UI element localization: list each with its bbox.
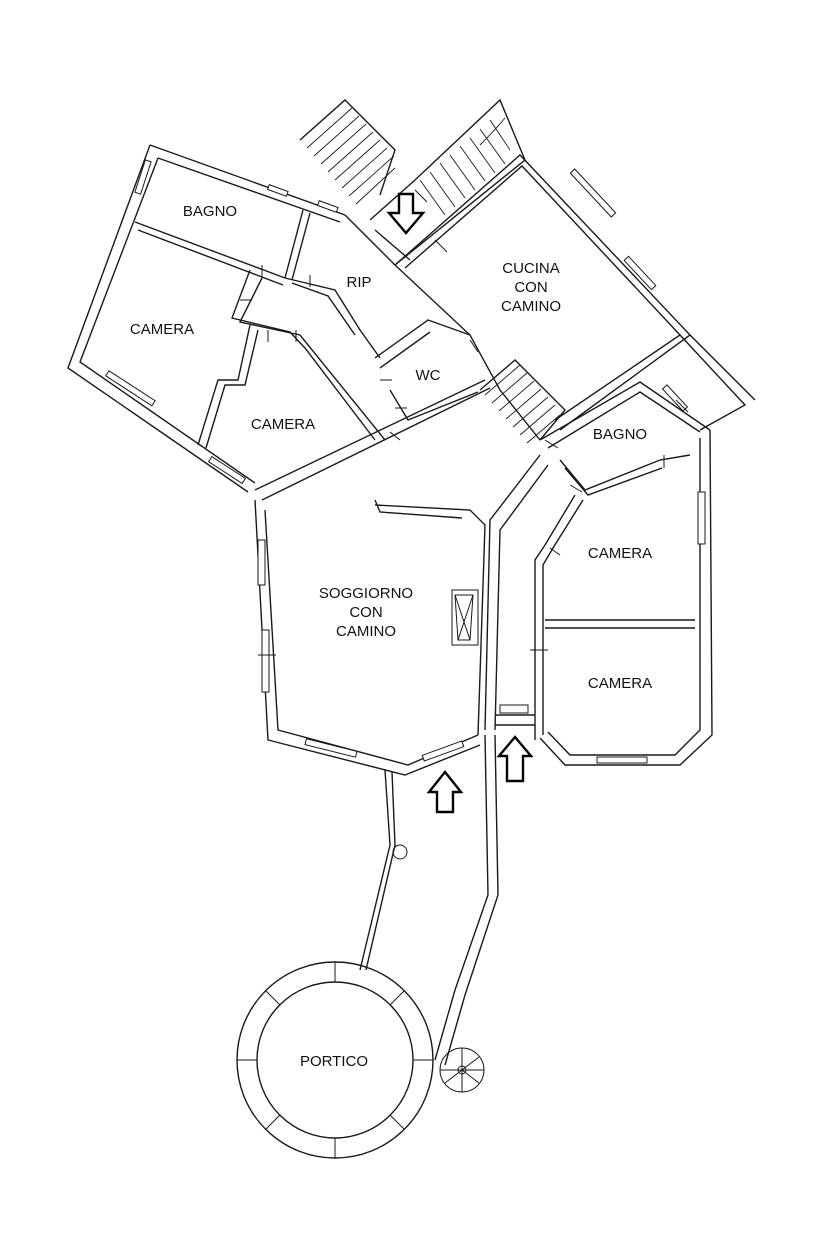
room-label-bagno-1: BAGNO: [183, 203, 237, 220]
room-label-rip: RIP: [346, 274, 371, 291]
room-label-soggiorno: SOGGIORNO: [319, 585, 413, 602]
room-label-cucina-camino: CAMINO: [501, 298, 561, 315]
room-label-camera-1: CAMERA: [130, 321, 194, 338]
walls: [67, 98, 756, 1066]
portico: [236, 844, 434, 1159]
fireplace-icon: [451, 589, 479, 646]
entrance-arrow-icon: [426, 770, 464, 814]
room-label-portico: PORTICO: [300, 1053, 368, 1070]
room-label-bagno-2: BAGNO: [593, 426, 647, 443]
room-label-camera-4: CAMERA: [588, 675, 652, 692]
entrance-arrow-icon: [496, 735, 534, 783]
room-label-cucina-con: CON: [514, 279, 547, 296]
room-label-camera-2: CAMERA: [251, 416, 315, 433]
windows: [105, 159, 706, 764]
spiral-stair-icon: [439, 1047, 485, 1093]
room-label-camera-3: CAMERA: [588, 545, 652, 562]
stairs-north-right: [419, 117, 511, 216]
entrance-arrow-icon: [386, 192, 426, 235]
room-label-wc: WC: [416, 367, 441, 384]
door-marks: [240, 189, 689, 656]
stairs-central: [484, 364, 561, 444]
room-label-soggiorno-con: CON: [349, 604, 382, 621]
room-label-cucina: CUCINA: [502, 260, 560, 277]
room-label-soggiorno-camino: CAMINO: [336, 623, 396, 640]
stairs-north-left: [299, 99, 396, 205]
